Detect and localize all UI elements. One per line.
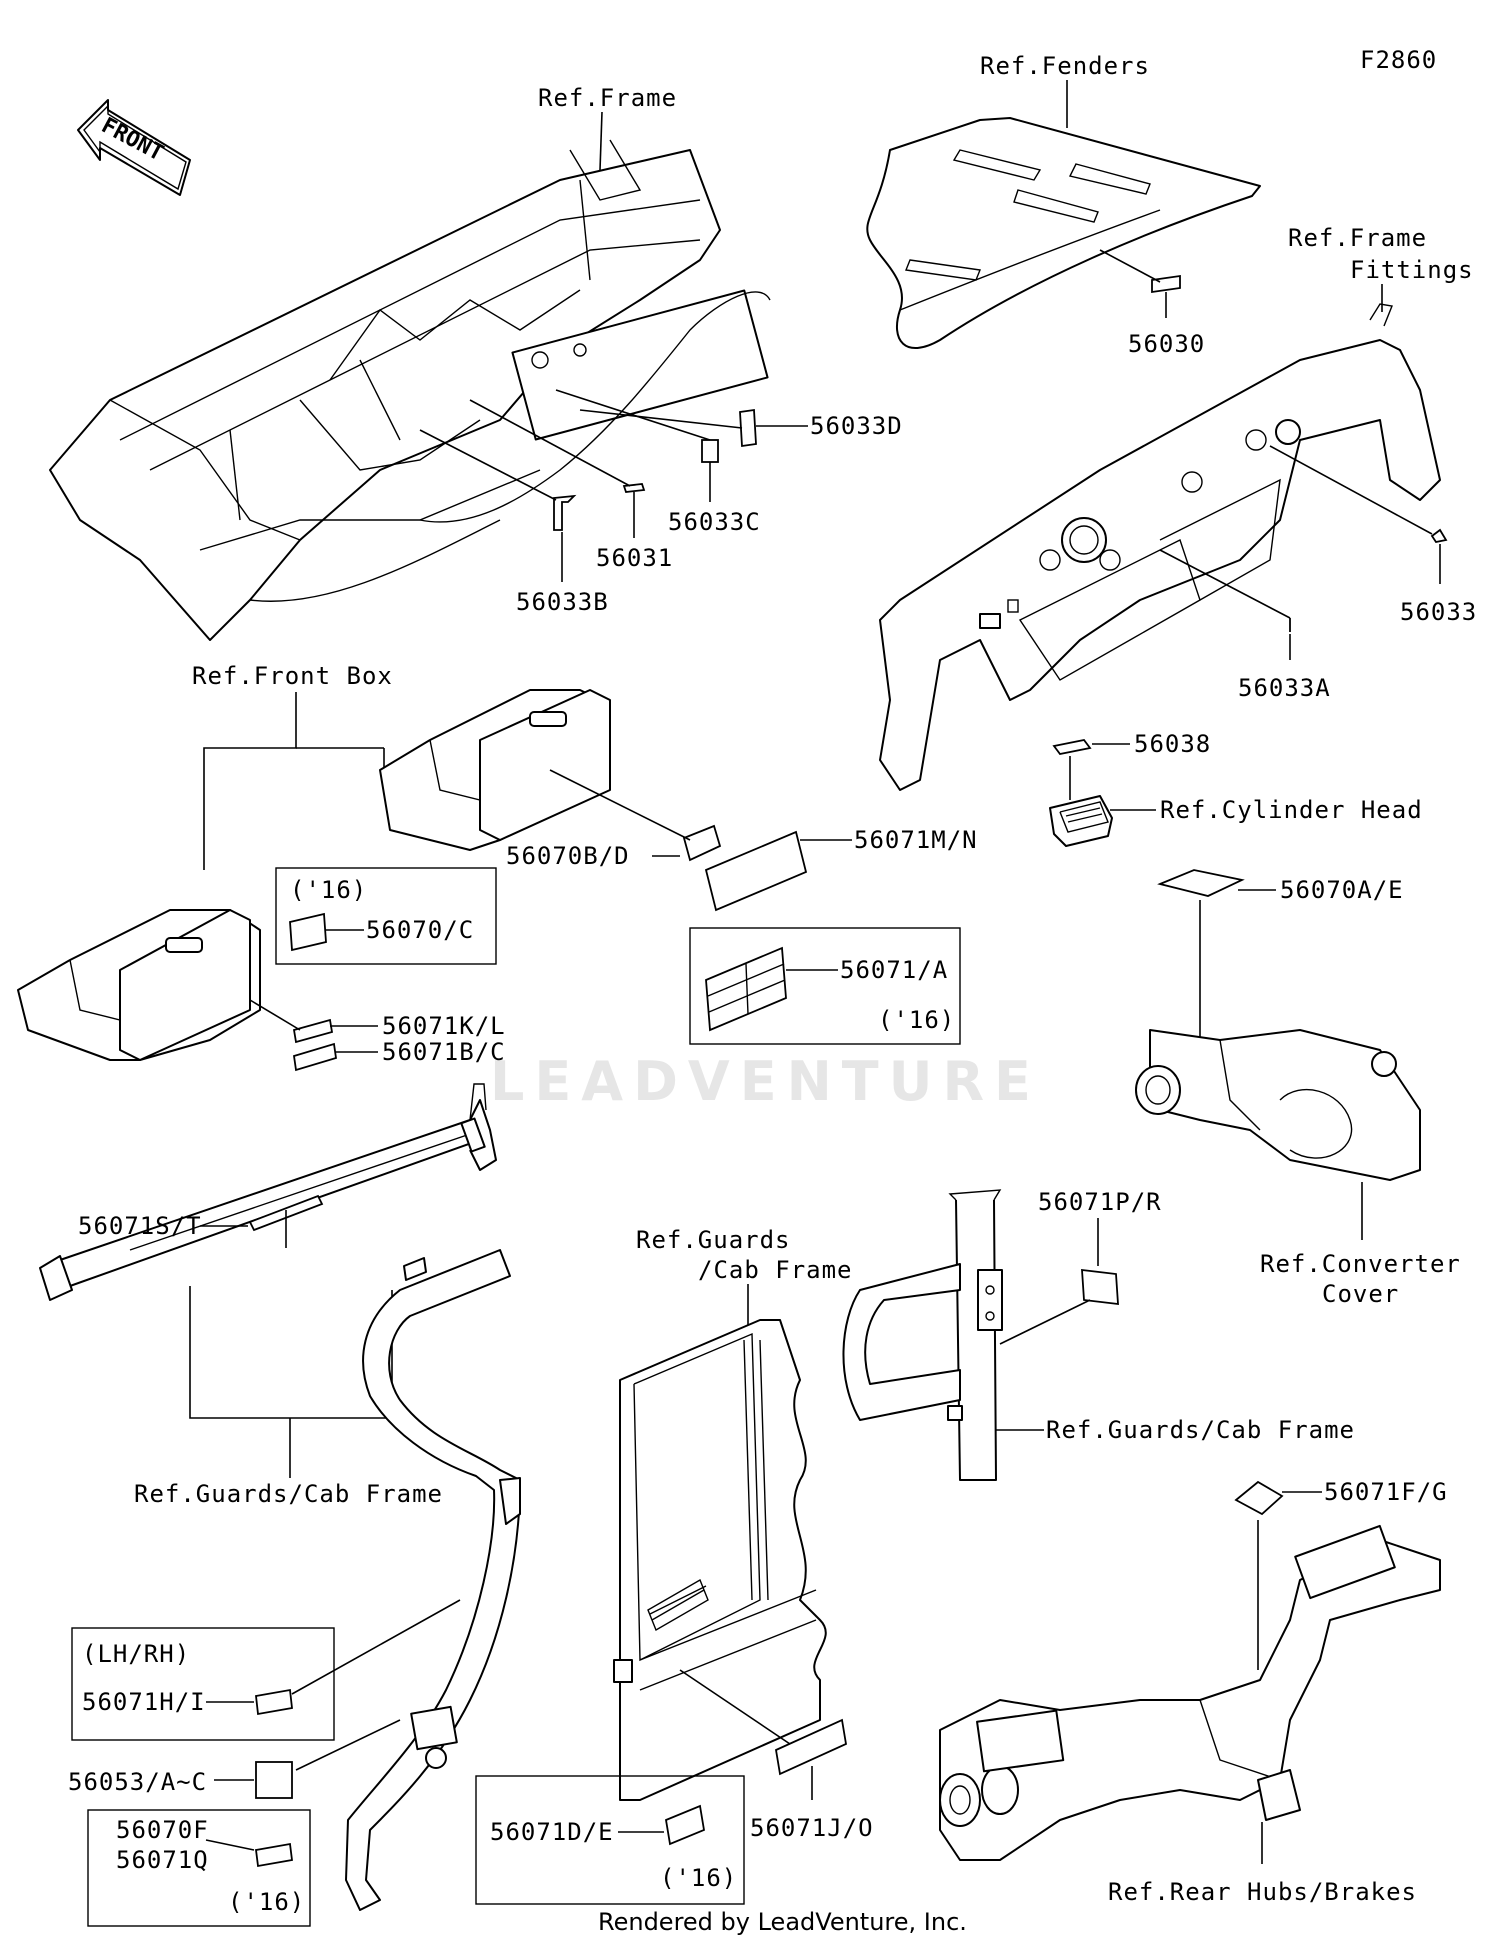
box-56070C-year: ('16) <box>290 876 367 904</box>
front-box-lower-drawing <box>17 909 261 1061</box>
decal-56033C <box>701 439 719 463</box>
part-56071Q: 56071Q <box>116 1846 209 1874</box>
decal-56071JO <box>774 1718 848 1776</box>
box-lhrh-label: (LH/RH) <box>82 1640 190 1668</box>
decal-56033D <box>739 408 757 448</box>
rear-axle-drawing <box>939 1524 1441 1861</box>
front-box-upper-drawing <box>379 689 611 851</box>
decal-56070C <box>289 912 327 952</box>
decal-56038 <box>1052 739 1092 755</box>
decal-56070AE <box>1157 869 1245 897</box>
decal-56071MN <box>704 830 808 912</box>
footer-credit: Rendered by LeadVenture, Inc. <box>598 1908 967 1936</box>
rollover-tube-drawing <box>345 1249 521 1911</box>
part-56071ST: 56071S/T <box>78 1212 202 1240</box>
converter-cover-drawing <box>1135 1029 1421 1181</box>
decal-56071PR <box>1081 1268 1119 1306</box>
part-56071MN: 56071M/N <box>854 826 978 854</box>
box-56070F <box>87 1809 311 1927</box>
decal-56071HI <box>255 1688 293 1716</box>
part-56070AE: 56070A/E <box>1280 876 1404 904</box>
ref-cylinder-head-label: Ref.Cylinder Head <box>1160 796 1423 824</box>
ref-frame-fittings-label-2: Fittings <box>1350 256 1474 284</box>
decal-56071Q <box>255 1842 293 1868</box>
ref-guards-mid-label-1: Ref.Guards <box>636 1226 791 1254</box>
decal-56053 <box>255 1761 293 1799</box>
box-56071A <box>689 927 961 1045</box>
dashboard-drawing <box>879 303 1441 791</box>
decal-56071BC <box>292 1042 338 1072</box>
decal-56070BD <box>682 824 722 862</box>
front-arrow-icon: FRONT <box>77 99 191 196</box>
ref-front-box-label: Ref.Front Box <box>192 662 393 690</box>
box-56071DE <box>475 1775 745 1905</box>
ref-rear-hubs-label: Ref.Rear Hubs/Brakes <box>1108 1878 1417 1906</box>
part-56071HI: 56071H/I <box>82 1688 206 1716</box>
ref-converter-label-1: Ref.Converter <box>1260 1250 1461 1278</box>
box-56071A-year: ('16) <box>878 1006 955 1034</box>
part-56071A: 56071/A <box>840 956 948 984</box>
decal-56030 <box>1151 274 1181 294</box>
guard-bar-drawing <box>39 1083 497 1301</box>
part-56033B: 56033B <box>516 588 609 616</box>
decal-56071A <box>705 946 787 1032</box>
part-56030: 56030 <box>1128 330 1205 358</box>
watermark-text: LEADVENTURE <box>490 1050 1041 1113</box>
part-56033D: 56033D <box>810 412 903 440</box>
part-56070BD: 56070B/D <box>506 842 630 870</box>
ref-fenders-label: Ref.Fenders <box>980 52 1150 80</box>
decal-56033 <box>1430 528 1448 544</box>
part-56071FG: 56071F/G <box>1324 1478 1448 1506</box>
part-56033: 56033 <box>1400 598 1477 626</box>
decal-56071KL <box>292 1018 334 1044</box>
box-56070C <box>275 867 497 965</box>
fender-drawing <box>866 117 1261 350</box>
part-56038: 56038 <box>1134 730 1211 758</box>
ref-guards-left-label: Ref.Guards/Cab Frame <box>134 1480 443 1508</box>
ref-frame-label: Ref.Frame <box>538 84 677 112</box>
part-56031: 56031 <box>596 544 673 572</box>
box-56071DE-year: ('16) <box>660 1864 737 1892</box>
part-56071PR: 56071P/R <box>1038 1188 1162 1216</box>
ref-frame-fittings-label-1: Ref.Frame <box>1288 224 1427 252</box>
part-56033C: 56033C <box>668 508 761 536</box>
guard-post-drawing <box>842 1189 1003 1481</box>
part-56070C: 56070/C <box>366 916 474 944</box>
decal-56071FG <box>1234 1480 1284 1516</box>
ref-guards-mid-label-2: /Cab Frame <box>698 1256 853 1284</box>
part-56071BC: 56071B/C <box>382 1038 506 1066</box>
box-56070F-year: ('16) <box>228 1888 305 1916</box>
part-56071JO: 56071J/O <box>750 1814 874 1842</box>
diagram-code: F2860 <box>1360 46 1437 74</box>
decal-56033B <box>553 494 577 531</box>
part-56071KL: 56071K/L <box>382 1012 506 1040</box>
part-56071DE: 56071D/E <box>490 1818 614 1846</box>
box-lhrh <box>71 1627 335 1741</box>
part-56053: 56053/A~C <box>68 1768 207 1796</box>
cab-door-drawing <box>613 1319 827 1801</box>
cylinder-head-drawing <box>1049 795 1113 847</box>
ref-guards-right-label: Ref.Guards/Cab Frame <box>1046 1416 1355 1444</box>
part-56070F: 56070F <box>116 1816 209 1844</box>
ref-converter-label-2: Cover <box>1322 1280 1399 1308</box>
decal-56071DE <box>664 1804 706 1846</box>
part-56033A: 56033A <box>1238 674 1331 702</box>
frame-drawing <box>49 139 771 641</box>
